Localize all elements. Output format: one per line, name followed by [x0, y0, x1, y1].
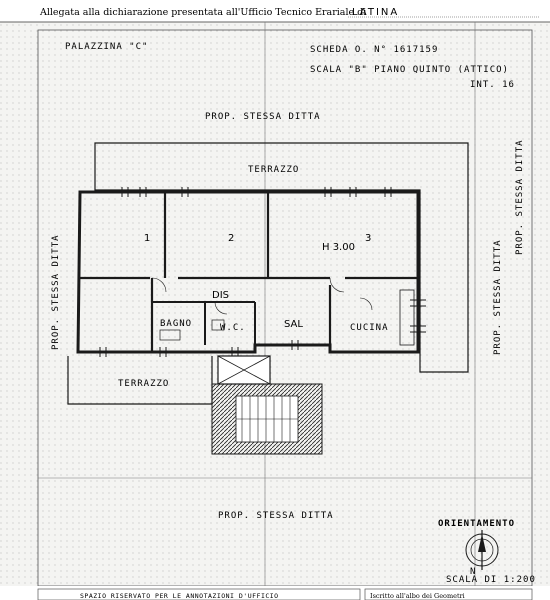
windows-top — [118, 187, 398, 197]
neighbor-right-label-2: PROP. STESSA DITTA — [515, 139, 525, 255]
footer-signature-box — [364, 588, 533, 600]
ceiling-height-label: H 3.00 — [322, 242, 355, 253]
room-3-number: 3 — [365, 233, 371, 244]
floor-plan — [67, 142, 469, 405]
wc-label: W.C. — [220, 323, 246, 333]
city-name: LATINA — [352, 7, 399, 18]
drafting-grid — [0, 22, 550, 587]
terrace-top-label: TERRAZZO — [248, 165, 299, 175]
scheda-label: SCHEDA O. N° 1617159 — [310, 45, 438, 55]
orientation-block: ORIENTAMENTO N SCALA DI 1:200 — [438, 519, 536, 585]
kitchen-label: CUCINA — [350, 323, 389, 333]
door-arc-2 — [329, 277, 345, 293]
bathtub — [159, 329, 181, 341]
terrace-bottom-label: TERRAZZO — [118, 379, 169, 389]
terrace-top-outline — [94, 142, 469, 373]
room-1-number: 1 — [144, 233, 150, 244]
bathroom-label: BAGNO — [160, 319, 192, 329]
room-2-number: 2 — [228, 233, 234, 244]
kitchen-counter — [399, 289, 415, 346]
door-arc-1 — [151, 277, 167, 293]
neighbor-bottom-label: PROP. STESSA DITTA — [218, 511, 334, 521]
wc-fixture — [211, 319, 225, 331]
north-arrow-icon — [465, 530, 499, 570]
hall-label: SAL — [284, 319, 303, 330]
stairwell — [211, 355, 323, 455]
footer-band — [0, 586, 550, 600]
header-band — [0, 0, 550, 22]
windows-bottom — [96, 299, 426, 357]
neighbor-top-label: PROP. STESSA DITTA — [205, 112, 321, 122]
orientation-title: ORIENTAMENTO — [438, 519, 515, 529]
neighbor-left-label: PROP. STESSA DITTA — [51, 234, 61, 350]
interno-label: INT. 16 — [470, 80, 515, 90]
scala-piano-label: SCALA "B" PIANO QUINTO (ATTICO) — [310, 65, 509, 75]
building-label: PALAZZINA "C" — [65, 42, 148, 52]
north-letter: N — [470, 567, 476, 577]
declaration-text: Allegata alla dichiarazione presentata a… — [39, 7, 366, 18]
corridor-label: DIS — [212, 290, 229, 301]
terrace-bottom-outline — [67, 356, 213, 405]
neighbor-right-label: PROP. STESSA DITTA — [493, 239, 503, 355]
scale-label: SCALA DI 1:200 — [446, 575, 536, 585]
door-arc-3 — [214, 301, 228, 315]
footer-signature-text: Iscritto all'albo dei Geometri — [370, 592, 465, 600]
door-arc-4 — [359, 297, 373, 311]
footer-office-text: SPAZIO RISERVATO PER LE ANNOTAZIONI D'UF… — [80, 592, 279, 600]
footer-office-box — [37, 588, 361, 600]
